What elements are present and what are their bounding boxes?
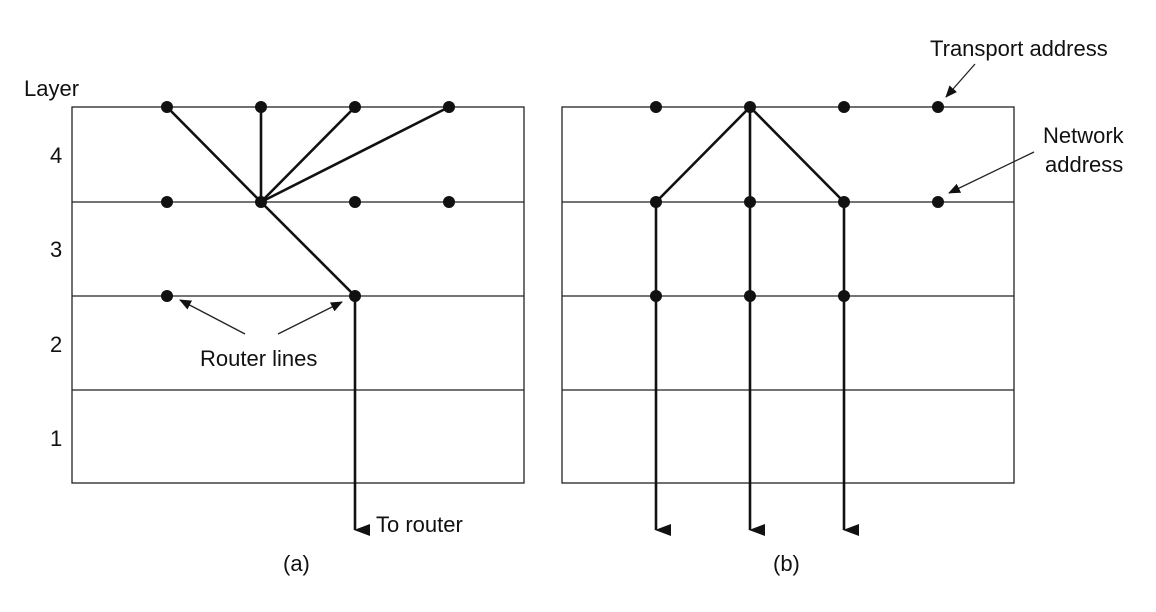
panel-b-transport-address-dot xyxy=(744,101,756,113)
panel-b-network-address-dot xyxy=(838,196,850,208)
panel-a: Router lines To router (a) xyxy=(71,101,525,576)
panel-b-frame xyxy=(561,106,1015,484)
panel-b-router-line-dot xyxy=(838,290,850,302)
panel-b-connection xyxy=(749,106,845,203)
layer-number-1: 1 xyxy=(50,426,62,451)
panel-b-network-address-dot xyxy=(932,196,944,208)
panel-b-transport-address-dot xyxy=(932,101,944,113)
panel-a-transport-address-dot xyxy=(349,101,361,113)
panel-b-router-line-dot xyxy=(744,290,756,302)
panel-a-transport-address-dot xyxy=(443,101,455,113)
panel-a-network-address-dot xyxy=(349,196,361,208)
panel-a-connection xyxy=(260,106,356,203)
panel-b-router-line-dot xyxy=(650,290,662,302)
panel-a-connection xyxy=(166,106,262,203)
to-router-label: To router xyxy=(376,512,463,537)
panel-b-network-address-dot xyxy=(744,196,756,208)
panel-a-router-line-dot xyxy=(349,290,361,302)
transport-address-pointer xyxy=(945,63,976,98)
panel-b-caption: (b) xyxy=(773,551,800,576)
panel-a-transport-address-dot xyxy=(161,101,173,113)
transport-address-label: Transport address xyxy=(930,36,1108,61)
panel-b-transport-address-dot xyxy=(838,101,850,113)
panel-a-transport-address-dot xyxy=(255,101,267,113)
panel-a-network-address-dot xyxy=(255,196,267,208)
panel-a-router-line-dot xyxy=(161,290,173,302)
layer-number-2: 2 xyxy=(50,332,62,357)
network-address-pointer xyxy=(948,151,1035,194)
panel-a-connection xyxy=(260,105,450,204)
layer-number-3: 3 xyxy=(50,237,62,262)
panel-a-network-address-dot xyxy=(161,196,173,208)
panel-a-frame xyxy=(71,106,525,484)
network-address-label-line2: address xyxy=(1045,152,1123,177)
panel-b-transport-address-dot xyxy=(650,101,662,113)
panel-b-network-address-dot xyxy=(650,196,662,208)
panel-a-network-address-dot xyxy=(443,196,455,208)
layer-heading: Layer xyxy=(24,76,79,101)
router-lines-pointer-left xyxy=(179,299,246,335)
layer-number-4: 4 xyxy=(50,143,62,168)
panel-a-connection xyxy=(260,201,356,297)
router-lines-pointer-right xyxy=(277,301,343,335)
panel-b-connection xyxy=(655,106,751,203)
router-lines-label: Router lines xyxy=(200,346,317,371)
panel-b: Transport address Network address (b) xyxy=(561,36,1125,576)
network-address-label-line1: Network xyxy=(1043,123,1125,148)
panel-a-caption: (a) xyxy=(283,551,310,576)
